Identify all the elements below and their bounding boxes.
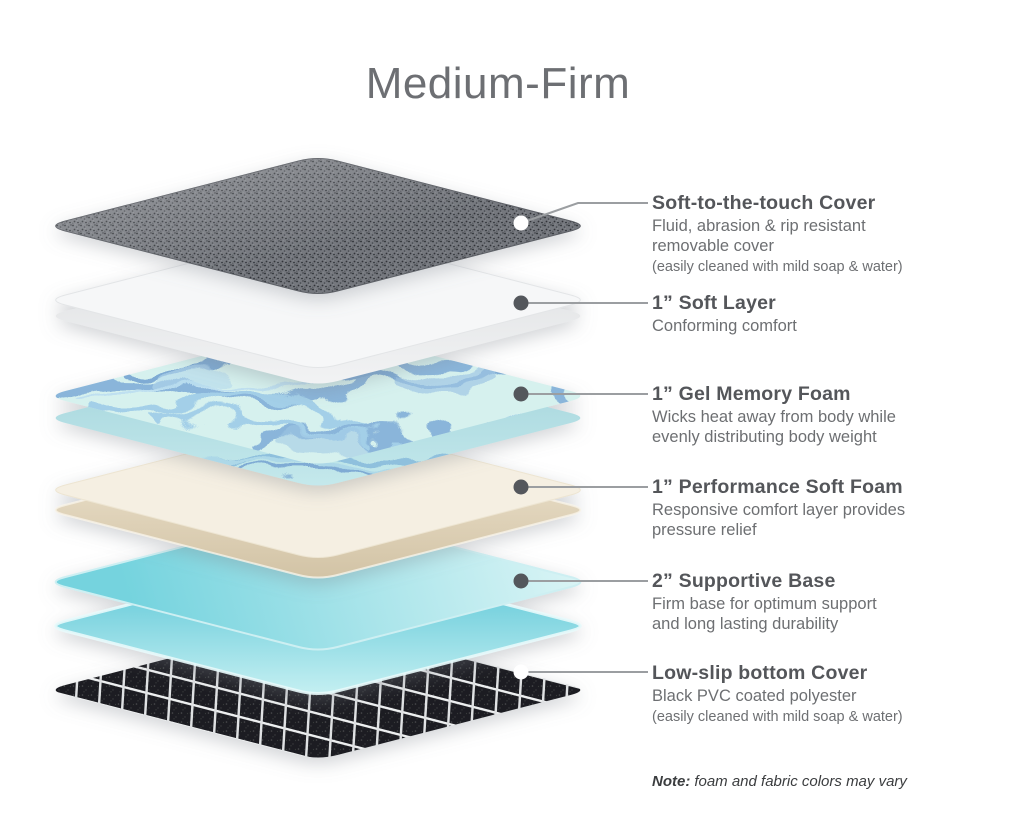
layer-name: 2” Supportive Base <box>652 570 836 592</box>
layer-name: 1” Performance Soft Foam <box>652 476 903 498</box>
color-variation-note: Note:foam and fabric colors may vary <box>652 773 907 790</box>
layer-name: Soft-to-the-touch Cover <box>652 192 876 214</box>
layer-graphic-performance-foam <box>54 422 582 579</box>
layer-description: Black PVC coated polyester <box>652 687 857 705</box>
leader-dot-soft-cover <box>513 215 529 231</box>
layer-graphic-soft-cover <box>55 158 581 294</box>
layer-label-soft-layer: 1” Soft Layer Conforming comfort <box>652 291 964 336</box>
layer-fine-print: (easily cleaned with mild soap & water) <box>652 709 903 725</box>
layer-description: Firm base for optimum support and long l… <box>652 595 877 633</box>
layer-label-performance-foam: 1” Performance Soft Foam Responsive comf… <box>652 475 964 540</box>
layer-label-soft-cover: Soft-to-the-touch Cover Fluid, abrasion … <box>652 191 964 276</box>
layer-label-gel-memory-foam: 1” Gel Memory Foam Wicks heat away from … <box>652 382 964 447</box>
leader-dot-supportive-base <box>513 573 529 589</box>
layer-description: Conforming comfort <box>652 317 797 335</box>
leader-dot-bottom-cover <box>513 664 529 680</box>
layer-name: Low-slip bottom Cover <box>652 662 868 684</box>
leader-dot-soft-layer <box>513 295 529 311</box>
layer-description: Fluid, abrasion & rip resistant removabl… <box>652 217 866 255</box>
leader-dot-gel-memory-foam <box>513 386 529 402</box>
note-text: foam and fabric colors may vary <box>694 773 907 790</box>
layer-label-bottom-cover: Low-slip bottom Cover Black PVC coated p… <box>652 661 964 726</box>
layer-description: Responsive comfort layer provides pressu… <box>652 501 906 539</box>
layer-description: Wicks heat away from body while evenly d… <box>652 408 896 446</box>
layer-name: 1” Soft Layer <box>652 292 776 314</box>
page-title: Medium-Firm <box>365 59 631 109</box>
leader-dot-performance-foam <box>513 479 529 495</box>
layer-name: 1” Gel Memory Foam <box>652 383 851 405</box>
layer-fine-print: (easily cleaned with mild soap & water) <box>652 259 903 275</box>
layer-label-supportive-base: 2” Supportive Base Firm base for optimum… <box>652 569 964 634</box>
leader-line-soft-cover <box>520 202 648 224</box>
note-label: Note: <box>652 773 691 790</box>
layer-graphic-soft-layer <box>55 232 581 384</box>
